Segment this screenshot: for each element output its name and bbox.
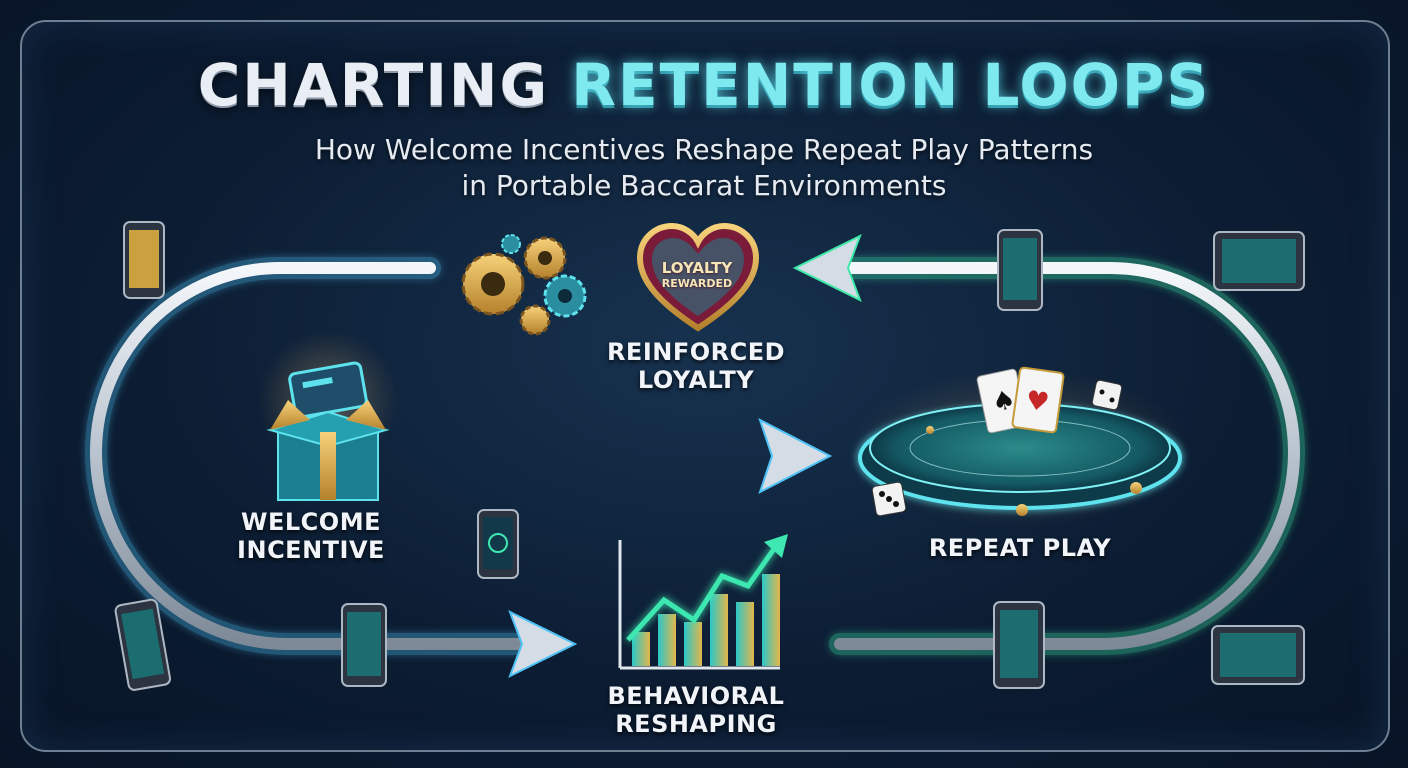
left-loop-arrowhead (508, 609, 578, 679)
smartphone-icon (123, 221, 165, 299)
svg-text:♥: ♥ (1024, 385, 1051, 418)
stage-reshaping-line-1: BEHAVIORAL (607, 682, 785, 710)
title-part-1: CHARTING (197, 51, 550, 119)
baccarat-table-icon: ♠ ♥ (850, 366, 1190, 528)
page-title: CHARTING RETENTION LOOPS (0, 56, 1408, 114)
heart-badge-icon (636, 222, 760, 332)
stage-repeat-play: REPEAT PLAY (910, 534, 1130, 562)
stage-welcome-line-1: WELCOME (241, 508, 381, 536)
outer-frame (20, 20, 1390, 752)
stage-reshaping-line-2: RESHAPING (615, 710, 777, 738)
gears-icon (461, 234, 587, 336)
badge-line-2: REWARDED (661, 277, 733, 290)
gift-box-icon (258, 330, 398, 501)
subtitle-line-1: How Welcome Incentives Reshape Repeat Pl… (314, 133, 1094, 166)
title-part-2: RETENTION LOOPS (571, 51, 1211, 119)
stage-welcome-line-2: INCENTIVE (237, 536, 385, 564)
stage-loyalty-line-1: REINFORCED (606, 338, 786, 366)
loyalty-badge-text: LOYALTY REWARDED (638, 259, 756, 291)
right-loop-arrowhead (792, 233, 862, 303)
left-loop-track (84, 257, 578, 679)
smartphone-icon (993, 601, 1045, 689)
center-arrow (439, 417, 833, 495)
stage-welcome-incentive: WELCOME INCENTIVE (226, 508, 396, 564)
tablet-icon (1213, 231, 1305, 291)
dice-icon (871, 379, 1123, 517)
tablet-icon (1211, 625, 1305, 685)
stage-reinforced-loyalty: REINFORCED LOYALTY (596, 338, 796, 394)
smartphone-icon (341, 603, 387, 687)
growth-chart-icon (618, 534, 788, 670)
smartphone-icon (477, 509, 519, 579)
badge-line-1: LOYALTY (661, 259, 733, 277)
right-loop-track (792, 233, 1306, 655)
stage-loyalty-line-2: LOYALTY (637, 366, 755, 394)
stage-repeat-line-1: REPEAT PLAY (928, 534, 1112, 562)
subtitle-line-2: in Portable Baccarat Environments (461, 169, 947, 202)
smartphone-icon (114, 598, 172, 691)
playing-cards-icon: ♠ ♥ (976, 366, 1065, 434)
stage-behavioral-reshaping: BEHAVIORAL RESHAPING (596, 682, 796, 738)
smartphone-icon (997, 229, 1043, 311)
